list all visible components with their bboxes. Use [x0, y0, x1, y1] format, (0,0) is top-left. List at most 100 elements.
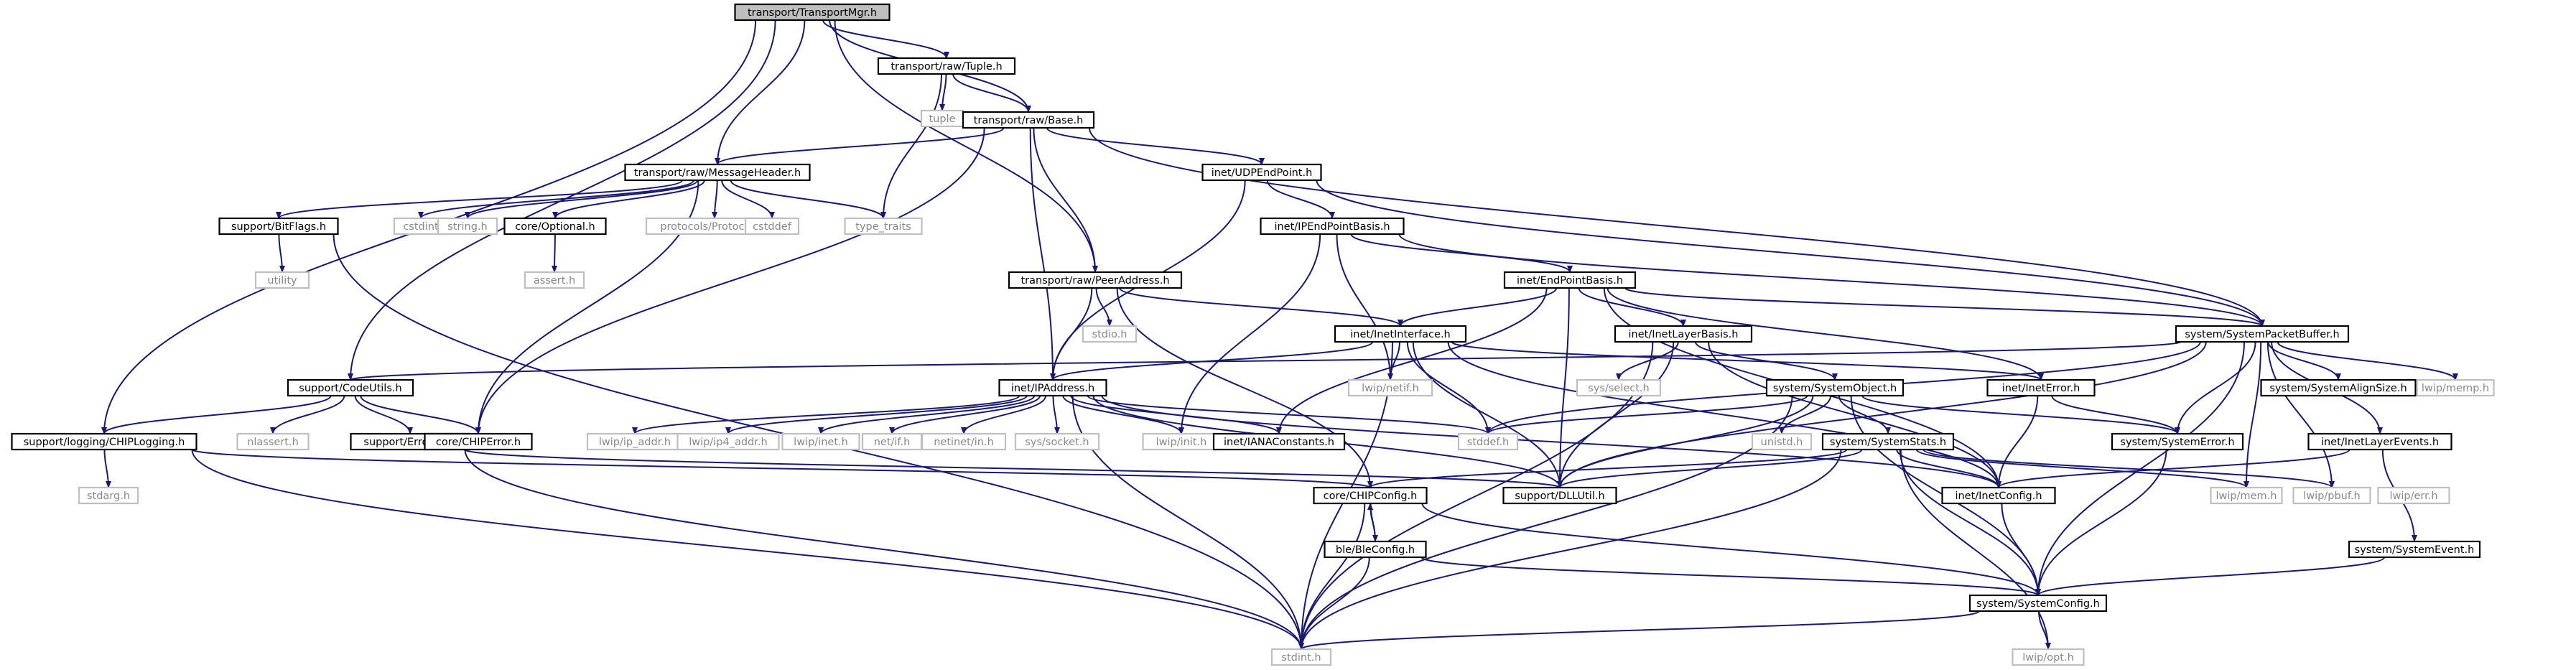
node-label-Tuple: transport/raw/Tuple.h: [891, 61, 1002, 73]
node-InetLayerBasis[interactable]: inet/InetLayerBasis.h: [1614, 325, 1753, 343]
node-label-CHIPError: core/CHIPError.h: [436, 437, 521, 448]
node-label-netif: lwip/netif.h: [1362, 383, 1419, 394]
edge-IPAddress-to-lwip_init: [1062, 395, 1184, 434]
edge-SystemObject-to-DLLUtil: [1557, 395, 1814, 488]
node-label-InetLayerEvents: inet/InetLayerEvents.h: [2321, 437, 2439, 448]
node-label-sys_socket: sys/socket.h: [1025, 437, 1089, 448]
node-lwip_err: lwip/err.h: [2377, 486, 2450, 505]
edge-TransportMgr-to-CodeUtils: [348, 19, 776, 381]
node-SystemError[interactable]: system/SystemError.h: [2111, 432, 2244, 451]
edge-IPAddress-to-sys_socket: [1052, 395, 1060, 434]
node-cstddef: cstddef: [744, 217, 800, 236]
node-label-string: string.h: [447, 221, 487, 233]
node-IPEndPointBasis[interactable]: inet/IPEndPointBasis.h: [1260, 217, 1405, 236]
edge-CHIPConfig-to-SystemConfig: [1421, 503, 2041, 596]
edge-SystemPacketBuffer-to-lwip_mem: [2243, 341, 2262, 488]
node-InetInterface[interactable]: inet/InetInterface.h: [1334, 325, 1467, 343]
node-box-Tuple: [877, 57, 1016, 75]
node-label-SystemAlignSize: system/SystemAlignSize.h: [2269, 383, 2407, 394]
edge-UDPEndPoint-to-IPEndPointBasis: [1266, 180, 1335, 219]
node-CHIPError[interactable]: core/CHIPError.h: [424, 432, 533, 451]
node-IPAddress[interactable]: inet/IPAddress.h: [998, 378, 1107, 397]
node-DLLUtil[interactable]: support/DLLUtil.h: [1502, 486, 1617, 505]
node-box-stddef: [1457, 432, 1519, 451]
node-label-InetInterface: inet/InetInterface.h: [1350, 329, 1451, 340]
node-box-ip4_addr: [676, 432, 780, 451]
node-InetConfig[interactable]: inet/InetConfig.h: [1941, 486, 2056, 505]
edge-TransportMgr-to-PeerAddress: [834, 19, 1098, 273]
node-label-CHIPConfig: core/CHIPConfig.h: [1324, 490, 1418, 502]
node-assert: assert.h: [524, 271, 585, 289]
node-box-lwip_err: [2377, 486, 2450, 505]
edge-IPAddress-to-InetConfig: [1101, 395, 2001, 488]
node-box-sys_select: [1576, 378, 1662, 397]
edge-CodeUtils-to-nlassert: [270, 395, 345, 434]
node-UDPEndPoint[interactable]: inet/UDPEndPoint.h: [1201, 163, 1322, 182]
node-SystemObject[interactable]: system/SystemObject.h: [1765, 378, 1905, 397]
node-SystemConfig[interactable]: system/SystemConfig.h: [1968, 594, 2108, 613]
node-IANAConstants[interactable]: inet/IANAConstants.h: [1212, 432, 1346, 451]
node-stdio: stdio.h: [1082, 325, 1138, 343]
node-InetError[interactable]: inet/InetError.h: [1986, 378, 2096, 397]
node-lwip_inet: lwip/inet.h: [781, 432, 860, 451]
node-label-unistd: unistd.h: [1761, 437, 1803, 448]
edge-EndPointBasis-to-IANAConstants: [1276, 287, 1548, 434]
edge-InetLayerBasis-to-SystemObject: [1694, 341, 1838, 381]
node-InetLayerEvents[interactable]: inet/InetLayerEvents.h: [2307, 432, 2452, 451]
node-box-assert: [524, 271, 585, 289]
edge-SystemEvent-to-SystemConfig: [2035, 557, 2386, 596]
node-sys_select: sys/select.h: [1576, 378, 1662, 397]
node-box-SystemError: [2111, 432, 2244, 451]
node-label-sys_select: sys/select.h: [1588, 383, 1649, 394]
node-MessageHeader[interactable]: transport/raw/MessageHeader.h: [624, 163, 811, 182]
node-SystemStats[interactable]: system/SystemStats.h: [1821, 432, 1955, 451]
edge-SystemStats-to-lwip_opt: [1900, 449, 2051, 650]
node-stddef: stddef.h: [1457, 432, 1519, 451]
edge-SystemObject-to-unistd: [1779, 395, 1832, 434]
edge-IPEndPointBasis-to-SystemPacketBuffer: [1398, 233, 2265, 327]
node-box-SystemStats: [1821, 432, 1955, 451]
edge-SystemPacketBuffer-to-SystemError: [2175, 341, 2256, 434]
node-Tuple[interactable]: transport/raw/Tuple.h: [877, 57, 1016, 75]
node-box-InetInterface: [1334, 325, 1467, 343]
edge-SystemObject-to-stdint: [1298, 395, 1793, 650]
node-label-nlassert: nlassert.h: [247, 437, 299, 448]
edge-PeerAddress-to-InetInterface: [1119, 287, 1403, 327]
node-SystemPacketBuffer[interactable]: system/SystemPacketBuffer.h: [2175, 325, 2350, 343]
edge-InetError-to-SystemError: [2051, 395, 2180, 434]
edge-Base-to-MessageHeader: [715, 127, 1005, 165]
node-BitFlags[interactable]: support/BitFlags.h: [218, 217, 339, 236]
node-label-BleConfig: ble/BleConfig.h: [1336, 544, 1415, 556]
edge-CodeUtils-to-CHIPLogging: [101, 395, 332, 434]
node-BleConfig[interactable]: ble/BleConfig.h: [1324, 540, 1427, 559]
node-label-type_traits: type_traits: [855, 221, 911, 233]
node-label-TransportMgr: transport/TransportMgr.h: [748, 7, 877, 19]
edge-InetInterface-to-InetConfig: [1447, 341, 2001, 488]
node-Base[interactable]: transport/raw/Base.h: [962, 111, 1095, 129]
node-label-lwip_mem: lwip/mem.h: [2216, 490, 2277, 502]
edge-Tuple-to-tuple: [939, 73, 947, 111]
edge-CHIPLogging-to-stdarg: [103, 449, 111, 488]
edge-TransportMgr-to-Tuple: [822, 19, 949, 59]
node-label-ip4_addr: lwip/ip4_addr.h: [689, 437, 767, 448]
edge-InetLayerEvents-to-InetConfig: [1996, 449, 2351, 488]
edge-Base-to-SystemPacketBuffer: [1089, 127, 2265, 327]
node-box-UDPEndPoint: [1201, 163, 1322, 182]
node-label-InetConfig: inet/InetConfig.h: [1955, 490, 2042, 502]
node-EndPointBasis[interactable]: inet/EndPointBasis.h: [1503, 271, 1637, 289]
node-SystemAlignSize[interactable]: system/SystemAlignSize.h: [2260, 378, 2417, 397]
node-box-memp: [2416, 378, 2495, 397]
node-CHIPLogging[interactable]: support/logging/CHIPLogging.h: [11, 432, 197, 451]
node-box-InetLayerBasis: [1614, 325, 1753, 343]
node-TransportMgr[interactable]: transport/TransportMgr.h: [734, 3, 891, 22]
edge-SystemObject-to-SystemError: [1861, 395, 2180, 434]
node-label-UDPEndPoint: inet/UDPEndPoint.h: [1212, 167, 1313, 179]
node-Optional[interactable]: core/Optional.h: [503, 217, 607, 236]
node-CodeUtils[interactable]: support/CodeUtils.h: [287, 378, 414, 397]
node-SystemEvent[interactable]: system/SystemEvent.h: [2348, 540, 2481, 559]
node-label-ip_addr: lwip/ip_addr.h: [599, 437, 671, 448]
edge-BitFlags-to-utility: [278, 233, 285, 273]
node-PeerAddress[interactable]: transport/raw/PeerAddress.h: [1008, 271, 1183, 289]
edge-MessageHeader-to-protocols: [712, 180, 718, 219]
node-CHIPConfig[interactable]: core/CHIPConfig.h: [1313, 486, 1428, 505]
